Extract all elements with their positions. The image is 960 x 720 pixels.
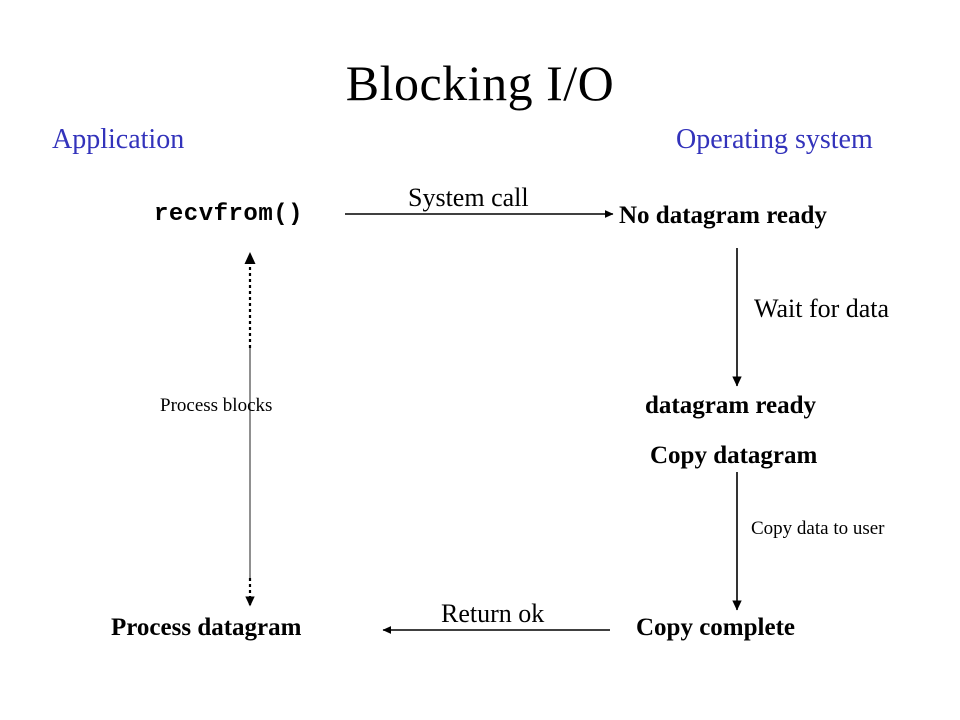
node-copy-complete: Copy complete [636,614,795,641]
column-header-operating-system: Operating system [676,124,873,155]
label-process-blocks: Process blocks [160,395,273,416]
node-recvfrom: recvfrom() [154,201,304,228]
page-title: Blocking I/O [345,55,615,111]
node-no-datagram-ready: No datagram ready [619,202,827,229]
label-system-call: System call [408,183,529,212]
label-wait-for-data: Wait for data [754,294,890,323]
node-datagram-ready: datagram ready [645,392,817,419]
label-return-ok: Return ok [441,599,545,628]
node-process-datagram: Process datagram [111,614,302,641]
label-copy-data-to-user: Copy data to user [751,518,885,539]
node-copy-datagram: Copy datagram [650,442,818,469]
column-header-application: Application [52,124,185,155]
